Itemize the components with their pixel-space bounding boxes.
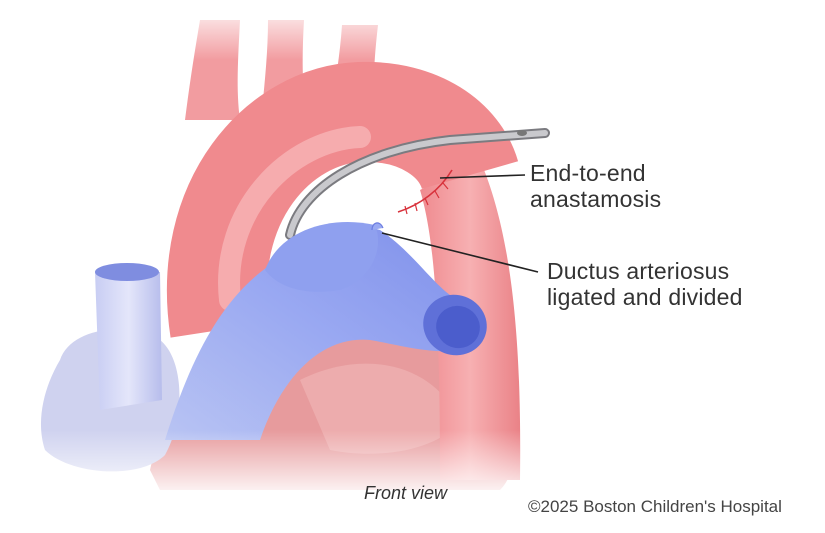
pulmonary-artery-top [265, 222, 379, 292]
ductus-label-line1: Ductus arteriosus [547, 258, 730, 284]
copyright-notice: ©2025 Boston Children's Hospital [528, 497, 782, 516]
aortic-arch-highlight [218, 126, 371, 311]
ductus-label: Ductus arteriosus ligated and divided [547, 258, 743, 310]
view-caption: Front view [364, 483, 448, 503]
ductus-stump [371, 222, 384, 231]
svc-opening [95, 263, 159, 281]
clamp-screw [517, 130, 527, 136]
ductus-leader-line [381, 232, 539, 273]
superior-vena-cava [95, 272, 162, 410]
ductus-label-line2: ligated and divided [547, 284, 743, 310]
suture-line [397, 169, 453, 213]
anastomosis-label: End-to-end anastamosis [530, 160, 661, 212]
anastomosis-label-line2: anastamosis [530, 186, 662, 212]
suture-stitches [404, 182, 449, 215]
pulmonary-artery [165, 227, 470, 440]
anastomosis-leader-line [439, 174, 526, 179]
anastomosis-label-line1: End-to-end [530, 160, 646, 186]
